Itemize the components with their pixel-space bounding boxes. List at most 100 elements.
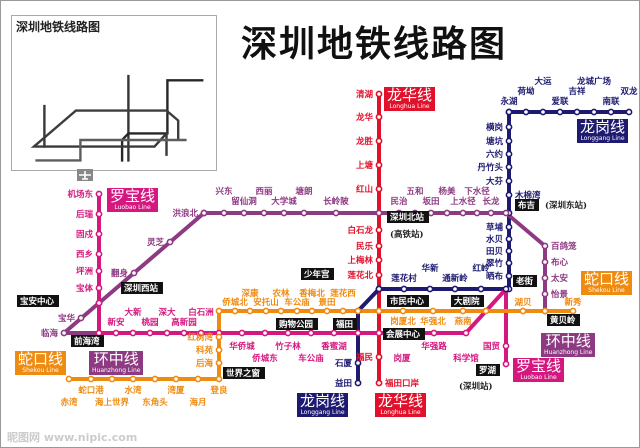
station-marker[interactable] bbox=[95, 230, 103, 238]
station-label[interactable]: 白石洲 bbox=[188, 307, 214, 318]
station-label[interactable]: 华强北 bbox=[420, 316, 446, 327]
station-marker[interactable] bbox=[260, 209, 268, 217]
station-marker[interactable] bbox=[462, 329, 470, 337]
station-marker[interactable] bbox=[502, 360, 510, 368]
station-label[interactable]: 东角头 bbox=[142, 397, 168, 408]
station-marker[interactable] bbox=[330, 329, 338, 337]
station-label[interactable]: 赤湾 bbox=[60, 397, 78, 408]
station-marker[interactable] bbox=[607, 108, 615, 116]
station-marker[interactable] bbox=[375, 90, 383, 98]
interchange-label[interactable]: 深圳北站 bbox=[387, 211, 429, 223]
interchange-label[interactable]: 老街 bbox=[513, 275, 537, 287]
station-marker[interactable] bbox=[307, 329, 315, 337]
station-marker[interactable] bbox=[300, 209, 308, 217]
station-label[interactable]: 五和 bbox=[406, 186, 423, 197]
station-label[interactable]: 杨美 bbox=[438, 186, 456, 197]
station-marker[interactable] bbox=[194, 375, 202, 383]
station-label[interactable]: 科苑 bbox=[196, 345, 214, 356]
station-label[interactable]: 丹竹头 bbox=[477, 162, 503, 173]
station-marker[interactable] bbox=[505, 177, 513, 185]
interchange-label[interactable]: 世界之窗 bbox=[223, 367, 265, 379]
station-marker[interactable] bbox=[459, 209, 467, 217]
station-label[interactable]: 湾厦 bbox=[167, 385, 185, 396]
interchange-label[interactable]: 前海湾 bbox=[71, 335, 104, 347]
station-marker[interactable] bbox=[261, 329, 269, 337]
station-marker[interactable] bbox=[482, 307, 490, 315]
station-marker[interactable] bbox=[166, 238, 174, 246]
station-label[interactable]: 六约 bbox=[486, 149, 504, 160]
station-marker[interactable] bbox=[459, 307, 467, 315]
station-label[interactable]: 安托山 bbox=[253, 297, 279, 308]
interchange-label[interactable]: 购物公园 bbox=[276, 318, 318, 330]
station-marker[interactable] bbox=[505, 150, 513, 158]
station-label[interactable]: 坪洲 bbox=[76, 266, 93, 277]
station-marker[interactable] bbox=[505, 259, 513, 267]
station-marker[interactable] bbox=[399, 307, 407, 315]
interchange-label[interactable]: 深圳西站 bbox=[121, 282, 163, 294]
station-marker[interactable] bbox=[151, 375, 159, 383]
station-marker[interactable] bbox=[569, 307, 577, 315]
station-label[interactable]: 湖贝 bbox=[514, 297, 532, 308]
station-label[interactable]: 桃园 bbox=[141, 317, 158, 328]
station-marker[interactable] bbox=[65, 375, 73, 383]
station-marker[interactable] bbox=[541, 290, 549, 298]
station-marker[interactable] bbox=[375, 209, 383, 217]
station-marker[interactable] bbox=[172, 375, 180, 383]
interchange-label[interactable]: 福田 bbox=[333, 318, 357, 330]
station-marker[interactable] bbox=[556, 108, 564, 116]
station-label[interactable]: 吉祥 bbox=[568, 86, 586, 97]
station-marker[interactable] bbox=[77, 314, 85, 322]
station-marker[interactable] bbox=[400, 285, 408, 293]
station-label[interactable]: 宝体 bbox=[76, 283, 94, 294]
station-label[interactable]: 大学城 bbox=[271, 196, 297, 207]
station-label[interactable]: 太安 bbox=[550, 273, 569, 284]
interchange-label[interactable]: 市民中心 bbox=[387, 295, 429, 307]
station-marker[interactable] bbox=[375, 379, 383, 387]
station-label[interactable]: 红树湾 bbox=[187, 332, 213, 343]
station-label[interactable]: 深康 bbox=[241, 288, 259, 299]
station-marker[interactable] bbox=[505, 137, 513, 145]
interchange-label[interactable]: 黄贝岭 bbox=[547, 314, 580, 326]
station-label[interactable]: 岗厦 bbox=[393, 353, 411, 364]
station-label[interactable]: 新安 bbox=[107, 317, 125, 328]
station-label[interactable]: 草埔 bbox=[486, 222, 504, 233]
station-marker[interactable] bbox=[354, 359, 362, 367]
station-label[interactable]: 布心 bbox=[550, 257, 569, 268]
station-marker[interactable] bbox=[505, 223, 513, 231]
station-label[interactable]: 通新岭 bbox=[442, 273, 468, 284]
station-marker[interactable] bbox=[197, 329, 205, 337]
station-label[interactable]: 下水径 bbox=[464, 186, 490, 197]
station-label[interactable]: 科学馆 bbox=[453, 353, 479, 364]
station-marker[interactable] bbox=[573, 108, 581, 116]
interchange-label[interactable]: (深圳东站) bbox=[545, 200, 587, 211]
station-marker[interactable] bbox=[238, 329, 246, 337]
station-label[interactable]: 怡景 bbox=[551, 289, 569, 300]
station-marker[interactable] bbox=[262, 307, 270, 315]
station-label[interactable]: 长岭陂 bbox=[323, 196, 349, 207]
station-marker[interactable] bbox=[354, 379, 362, 387]
station-marker[interactable] bbox=[375, 242, 383, 250]
station-marker[interactable] bbox=[215, 346, 223, 354]
station-marker[interactable] bbox=[505, 191, 513, 199]
station-marker[interactable] bbox=[375, 307, 383, 315]
station-marker[interactable] bbox=[108, 375, 116, 383]
station-marker[interactable] bbox=[95, 284, 103, 292]
station-marker[interactable] bbox=[375, 353, 383, 361]
station-label[interactable]: 益田 bbox=[335, 378, 352, 389]
station-marker[interactable] bbox=[375, 285, 383, 293]
station-label[interactable]: 龙华 bbox=[355, 112, 374, 123]
station-label[interactable]: 红山 bbox=[356, 184, 373, 195]
station-label[interactable]: 岗厦北 bbox=[390, 316, 416, 327]
interchange-label[interactable]: 宝安中心 bbox=[17, 295, 59, 307]
station-marker[interactable] bbox=[95, 299, 103, 307]
station-marker[interactable] bbox=[505, 235, 513, 243]
station-label[interactable]: 大新 bbox=[124, 307, 142, 318]
station-marker[interactable] bbox=[95, 250, 103, 258]
station-marker[interactable] bbox=[375, 226, 383, 234]
station-marker[interactable] bbox=[426, 285, 434, 293]
station-marker[interactable] bbox=[539, 108, 547, 116]
station-label[interactable]: 燕南 bbox=[454, 316, 472, 327]
station-label[interactable]: 留仙洞 bbox=[231, 196, 257, 207]
station-marker[interactable] bbox=[95, 267, 103, 275]
station-label[interactable]: 华强路 bbox=[421, 341, 447, 352]
